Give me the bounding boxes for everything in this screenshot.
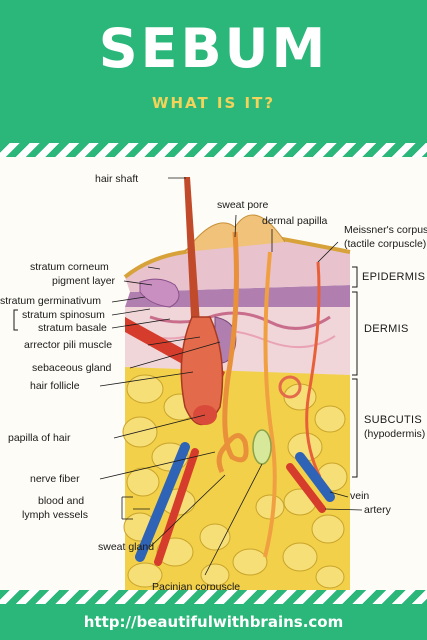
website-url[interactable]: http://beautifulwithbrains.com	[83, 613, 344, 631]
pacinian-corpuscle-shape	[252, 429, 272, 465]
label-dermis: DERMIS	[364, 323, 409, 335]
label-artery: artery	[364, 504, 391, 516]
label-stratum-corneum: stratum corneum	[30, 261, 109, 273]
label-sweat-pore: sweat pore	[217, 199, 269, 211]
label-sweat-gland: sweat gland	[98, 541, 155, 553]
label-meissners-corpuscle: Meissner's corpuscle	[344, 224, 427, 236]
skin-cross-section-illustration	[13, 177, 363, 590]
label-stratum-basale: stratum basale	[38, 322, 107, 334]
label-hypodermis: (hypodermis)	[364, 428, 426, 440]
page-title: SEBUM	[98, 17, 329, 80]
page-subtitle: WHAT IS IT?	[151, 94, 276, 112]
label-hair-follicle: hair follicle	[30, 380, 80, 392]
label-stratum-germinativum: stratum germinativum	[0, 295, 101, 307]
skin-diagram: hair shaft sweat pore dermal papilla Mei…	[0, 157, 427, 590]
meissner-corpuscle-shape	[305, 261, 322, 478]
label-vein: vein	[350, 490, 370, 502]
label-tactile-corpuscle: (tactile corpuscle)	[344, 238, 427, 250]
blood-vessels-right	[286, 452, 335, 513]
label-leader-lines	[99, 177, 363, 576]
label-dermal-papilla: dermal papilla	[262, 215, 328, 227]
label-stratum-spinosum: stratum spinosum	[22, 309, 105, 321]
coiled-gland-shape	[278, 375, 302, 399]
label-hair-shaft: hair shaft	[95, 173, 139, 185]
nerve-fiber-shape	[263, 251, 277, 558]
label-epidermis: EPIDERMIS	[362, 271, 426, 283]
sweat-duct-shape	[216, 231, 249, 474]
label-papilla-of-hair: papilla of hair	[8, 432, 71, 444]
layer-brackets	[13, 266, 358, 478]
footer-banner: http://beautifulwithbrains.com	[0, 604, 427, 640]
label-pigment-layer: pigment layer	[52, 275, 116, 287]
header-banner: SEBUM WHAT IS IT?	[0, 0, 427, 143]
label-nerve-fiber: nerve fiber	[30, 473, 80, 485]
label-lymph-vessels: lymph vessels	[22, 509, 88, 521]
stripe-divider-bottom	[0, 590, 427, 604]
label-pacinian-corpuscle: Pacinian corpuscle	[152, 581, 241, 590]
label-arrector-pili-muscle: arrector pili muscle	[24, 339, 113, 351]
stripe-divider-top	[0, 143, 427, 157]
label-blood-and: blood and	[38, 495, 85, 507]
label-subcutis: SUBCUTIS	[364, 414, 423, 426]
blood-vessels-left	[135, 442, 199, 566]
label-sebaceous-gland: sebaceous gland	[32, 362, 112, 374]
